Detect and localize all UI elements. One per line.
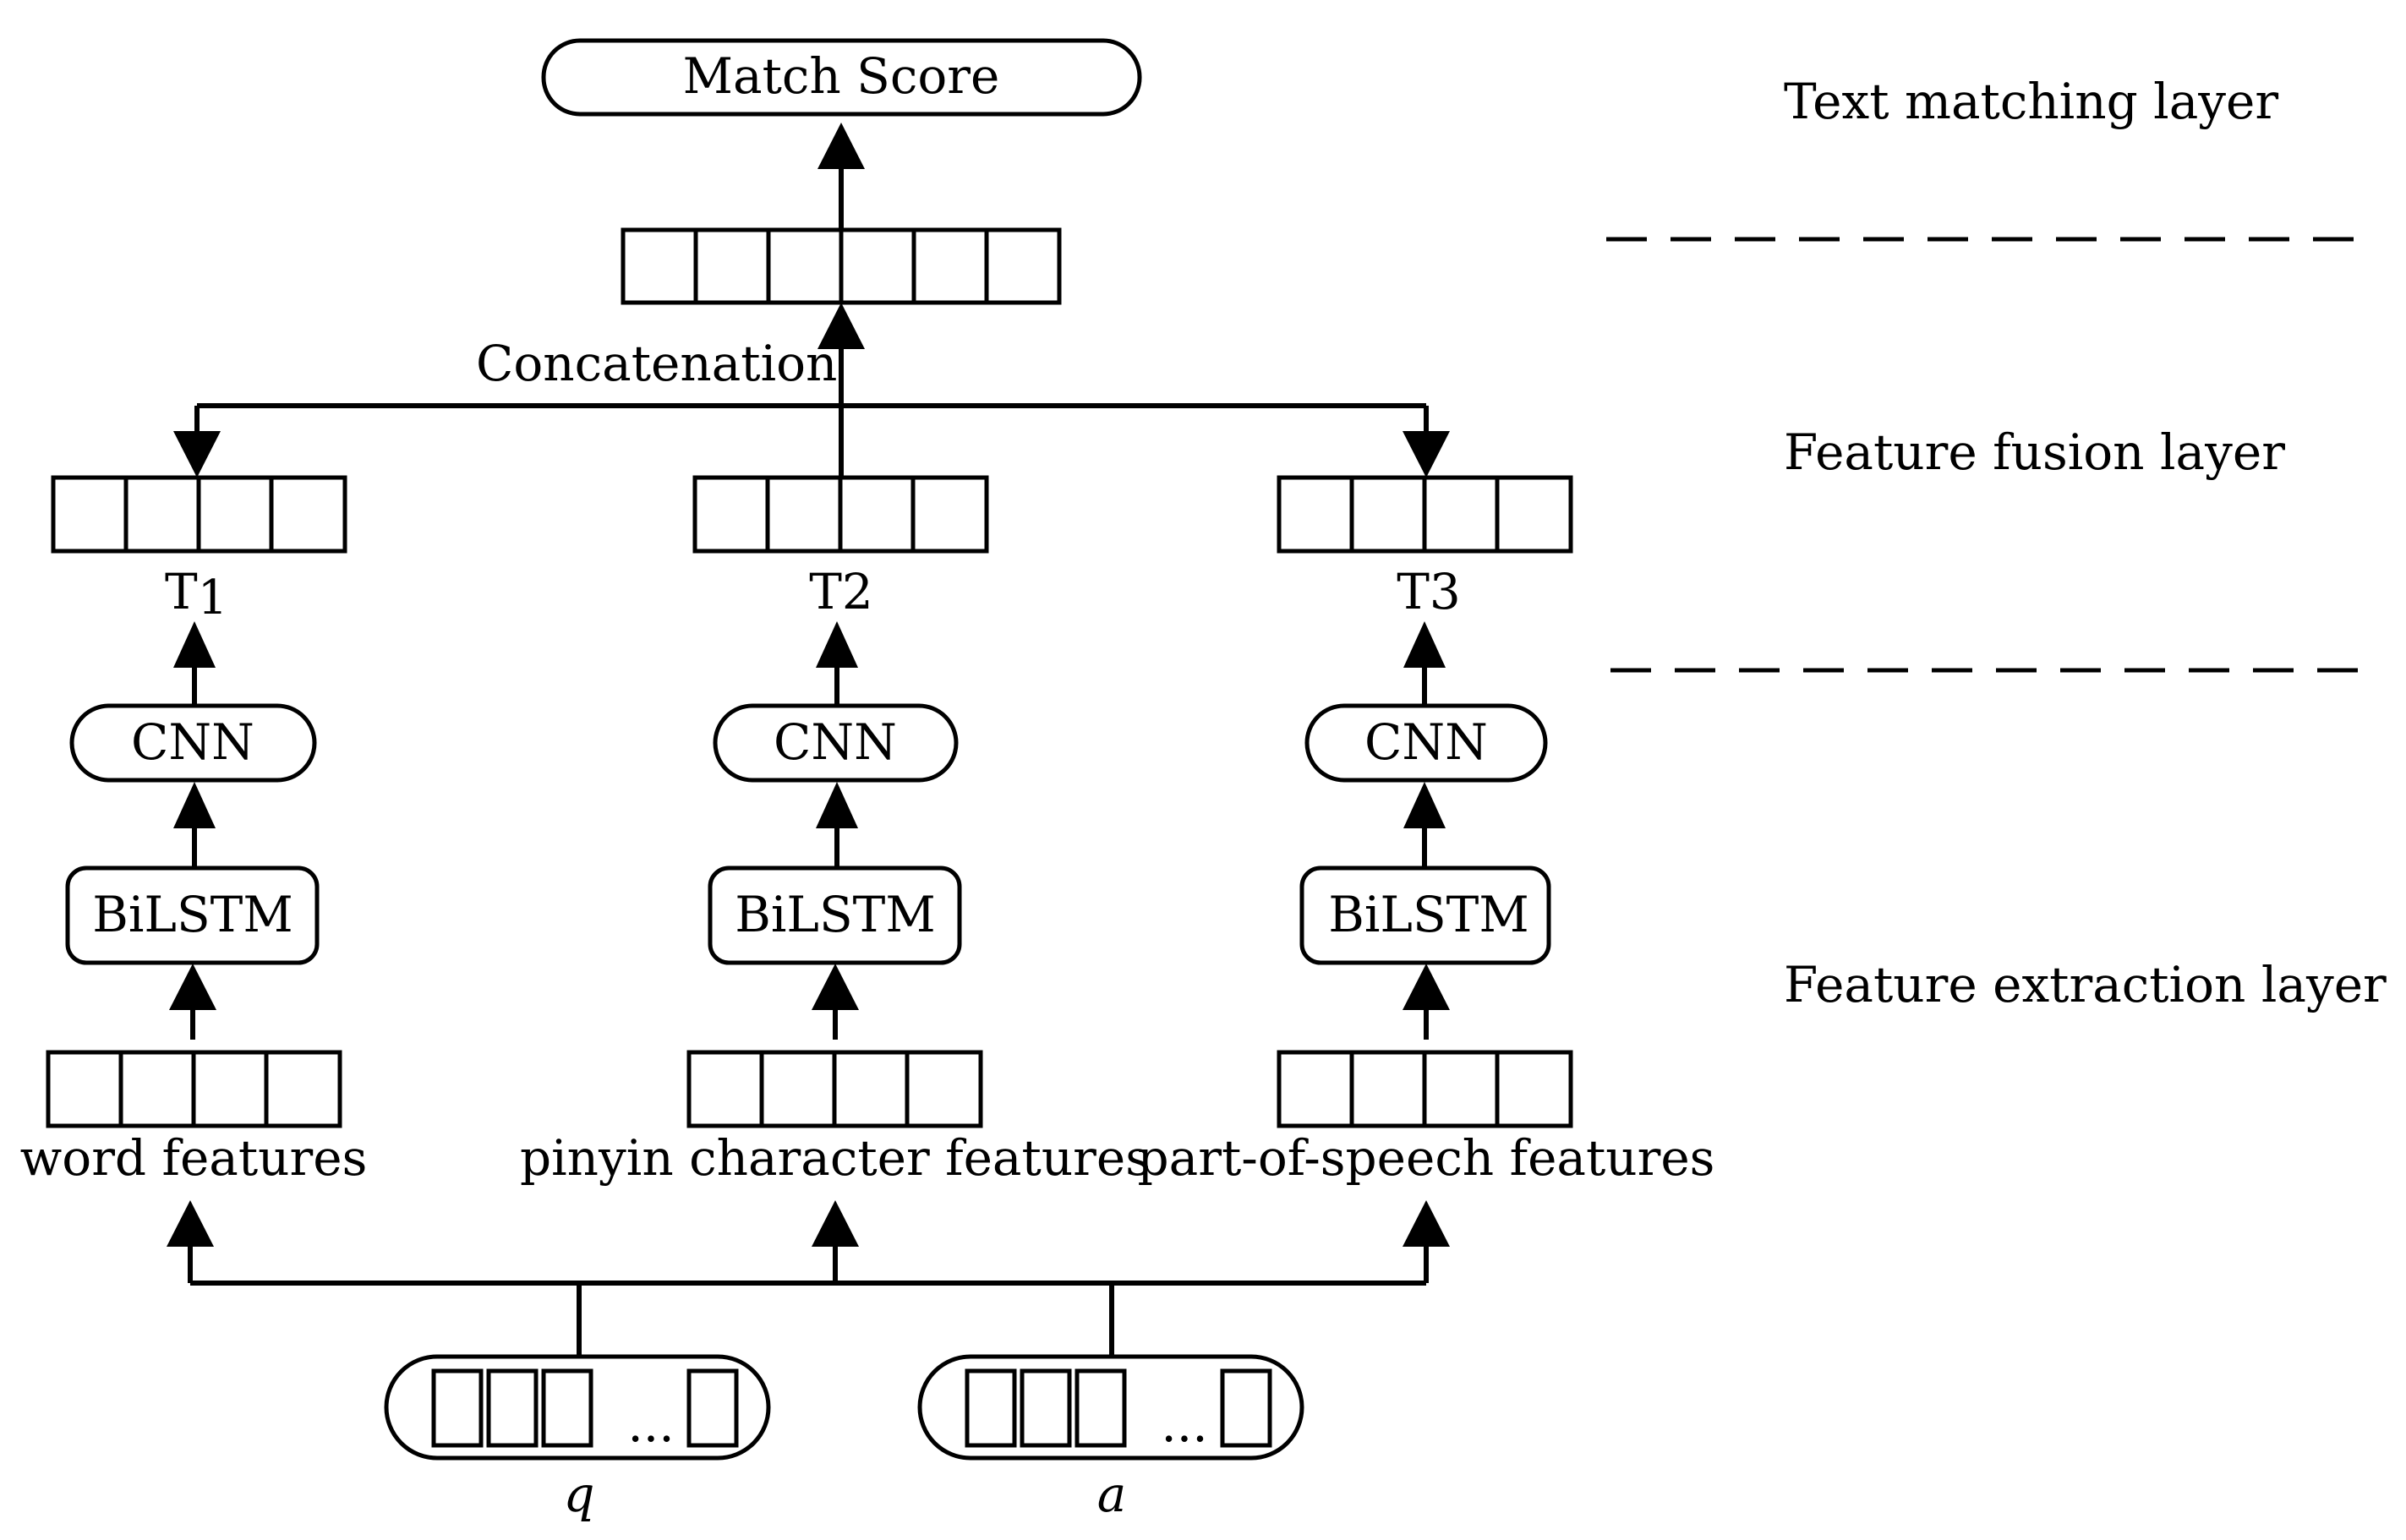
t2-label: T2	[809, 563, 873, 620]
layer-label-text-matching: Text matching layer	[1784, 73, 2278, 130]
bilstm-label-2: BiLSTM	[735, 886, 936, 943]
arrowhead-bilstm2	[816, 782, 858, 828]
arrowhead-input-word	[167, 1200, 214, 1247]
pos-features-vector	[1277, 1050, 1573, 1128]
arrowhead-score	[817, 123, 865, 169]
match-score-label: Match Score	[683, 47, 1000, 105]
cnn-label-3: CNN	[1364, 713, 1488, 771]
t3-vector	[1277, 475, 1573, 554]
q-input-sequence	[384, 1354, 771, 1461]
a-label: a	[1097, 1466, 1127, 1523]
arrowhead-t1	[173, 431, 221, 478]
cnn-box-3	[1304, 703, 1548, 783]
arrowhead-bilstm3	[1403, 782, 1446, 828]
bilstm-box-2	[708, 866, 962, 965]
arrowhead-bilstm1	[173, 782, 216, 828]
q-label: q	[563, 1466, 594, 1523]
a-input-sequence	[917, 1354, 1304, 1461]
arrowhead-cnn3	[1403, 621, 1446, 668]
cnn-label-2: CNN	[774, 713, 897, 771]
arrowhead-input-pos	[1403, 1200, 1450, 1247]
arrowhead-pinyin	[812, 964, 859, 1010]
bilstm-box-1	[65, 866, 320, 965]
cnn-label-1: CNN	[131, 713, 254, 771]
t1-label: T1	[165, 563, 227, 625]
bilstm-label-3: BiLSTM	[1328, 886, 1529, 943]
arrowhead-cnn1	[173, 621, 216, 668]
t1-vector	[51, 475, 347, 554]
cnn-box-1	[69, 703, 317, 783]
bilstm-label-1: BiLSTM	[92, 886, 293, 943]
concatenation-label: Concatenation	[476, 335, 837, 392]
concatenated-vector	[621, 227, 1062, 305]
arrowhead-input-pinyin	[812, 1200, 859, 1247]
q-ellipsis: ...	[627, 1395, 674, 1453]
arrowhead-word	[169, 964, 216, 1010]
t2-vector	[692, 475, 989, 554]
t3-label: T3	[1397, 563, 1461, 620]
layer-label-feature-extraction: Feature extraction layer	[1784, 956, 2387, 1013]
arrowhead-pos	[1403, 964, 1450, 1010]
bilstm-box-3	[1299, 866, 1551, 965]
match-score-box	[541, 38, 1142, 117]
pinyin-features-label: pinyin character features	[520, 1129, 1151, 1187]
arrowhead-t3	[1403, 431, 1450, 478]
word-features-label: word features	[20, 1129, 368, 1187]
pos-features-label: part-of-speech features	[1138, 1129, 1715, 1187]
arrowhead-concat	[817, 303, 865, 349]
a-ellipsis: ...	[1161, 1395, 1207, 1453]
pinyin-features-vector	[686, 1050, 983, 1128]
cnn-box-2	[713, 703, 959, 783]
arrowhead-cnn2	[816, 621, 858, 668]
layer-label-feature-fusion: Feature fusion layer	[1784, 423, 2285, 481]
word-features-vector	[46, 1050, 342, 1128]
